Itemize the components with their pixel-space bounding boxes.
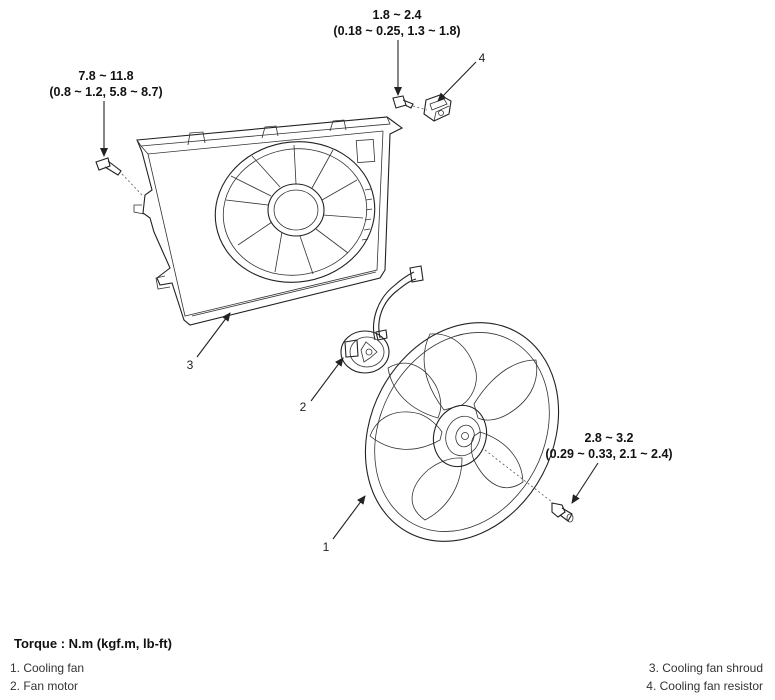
shroud-bolt bbox=[95, 157, 143, 196]
callout-3-leader bbox=[196, 312, 231, 358]
shroud-bolt-torque-conversion: (0.8 ~ 1.2, 5.8 ~ 8.7) bbox=[49, 85, 162, 99]
legend-item-cooling-fan-resistor: 4. Cooling fan resistor bbox=[646, 679, 763, 693]
callout-4-leader bbox=[437, 61, 477, 102]
cooling-fan-resistor bbox=[423, 94, 452, 122]
legend-item-cooling-fan-shroud: 3. Cooling fan shroud bbox=[648, 661, 763, 675]
callout-2-number: 2 bbox=[300, 400, 307, 414]
shroud-bolt-torque-value: 7.8 ~ 11.8 bbox=[78, 69, 133, 83]
fan-nut-torque-value: 2.8 ~ 3.2 bbox=[585, 431, 634, 445]
callout-1-number: 1 bbox=[323, 540, 330, 554]
resistor-bolt-torque-value: 1.8 ~ 2.4 bbox=[373, 8, 422, 22]
cooling-fan-shroud bbox=[133, 116, 404, 326]
callout-1-leader bbox=[332, 495, 366, 540]
callout-3-number: 3 bbox=[187, 358, 194, 372]
exploded-view-diagram: 1.8 ~ 2.4 (0.18 ~ 0.25, 1.3 ~ 1.8) 7.8 ~… bbox=[49, 8, 672, 554]
fan-motor bbox=[340, 265, 424, 374]
callout-2-leader bbox=[310, 357, 344, 402]
cooling-fan bbox=[364, 322, 560, 542]
fan-nut-torque-arrow bbox=[571, 462, 599, 504]
resistor-bolt bbox=[392, 95, 428, 111]
resistor-bolt-torque-conversion: (0.18 ~ 0.25, 1.3 ~ 1.8) bbox=[333, 24, 460, 38]
legend-item-fan-motor: 2. Fan motor bbox=[10, 679, 79, 693]
torque-units-heading: Torque : N.m (kgf.m, lb-ft) bbox=[14, 636, 172, 651]
legend-item-cooling-fan: 1. Cooling fan bbox=[10, 661, 85, 675]
fan-nut-torque-conversion: (0.29 ~ 0.33, 2.1 ~ 2.4) bbox=[545, 447, 672, 461]
callout-4-number: 4 bbox=[479, 51, 486, 65]
fan-nut bbox=[484, 449, 574, 523]
